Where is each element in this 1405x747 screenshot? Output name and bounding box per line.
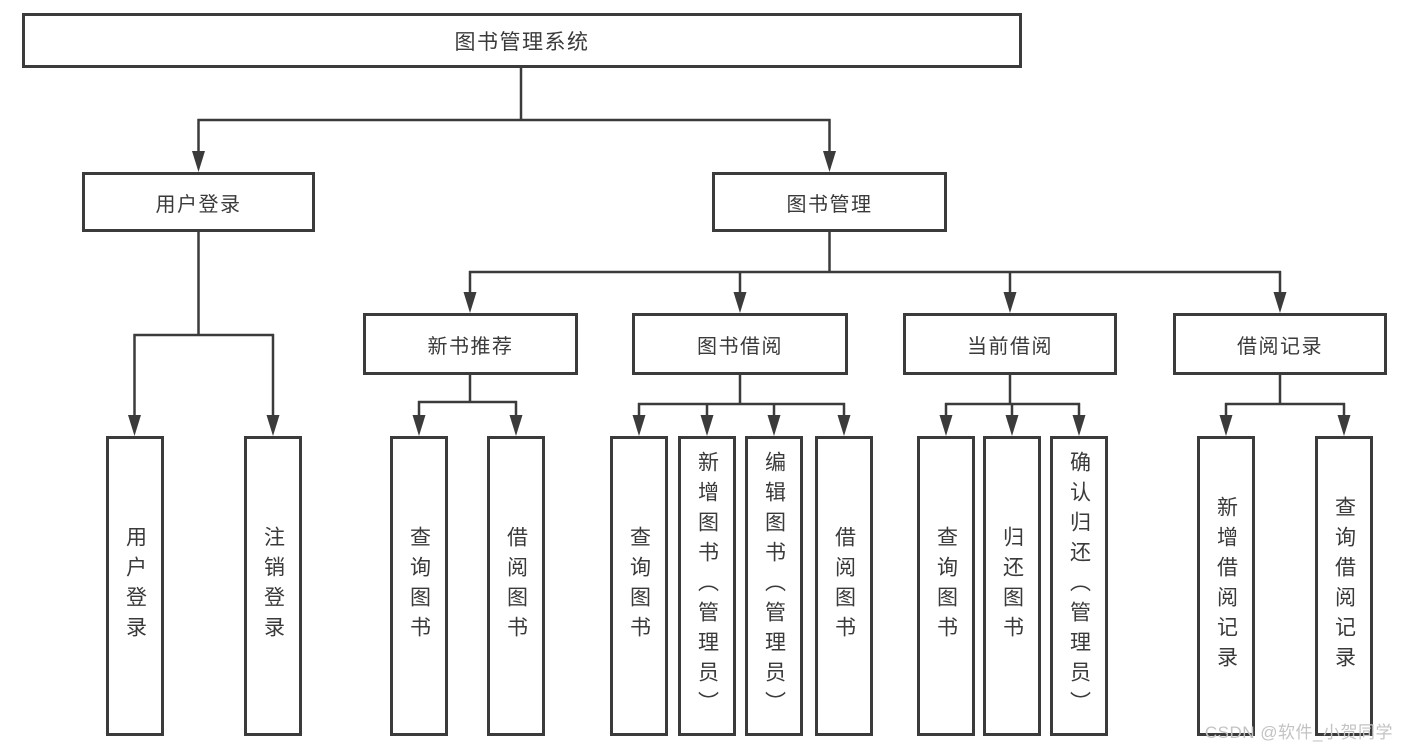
arrowheads [128, 151, 1351, 436]
leaf-logout: 注销登录 [244, 436, 302, 736]
csdn-watermark: CSDN @软件_小贺同学 [1204, 723, 1393, 742]
leaf-return-books: 归还图书 [983, 436, 1041, 736]
leaf-label: 注销登录 [261, 526, 285, 646]
node-new-book-recommend: 新书推荐 [363, 313, 578, 375]
leaf-edit-books-admin: 编辑图书（管理员） [745, 436, 803, 736]
leaf-label: 确认归还（管理员） [1067, 451, 1091, 721]
leaf-label: 归还图书 [1000, 526, 1024, 646]
leaf-confirm-return-admin: 确认归还（管理员） [1050, 436, 1108, 736]
node-user-login: 用户登录 [82, 172, 315, 232]
node-book-management: 图书管理 [712, 172, 947, 232]
leaf-borrow-books: 借阅图书 [815, 436, 873, 736]
leaf-user-login: 用户登录 [106, 436, 164, 736]
node-current-borrow: 当前借阅 [903, 313, 1117, 375]
leaf-query-books: 查询图书 [390, 436, 448, 736]
leaf-label: 查询借阅记录 [1332, 496, 1356, 676]
leaf-label: 新增借阅记录 [1214, 496, 1238, 676]
leaf-add-borrow-record: 新增借阅记录 [1197, 436, 1255, 736]
leaf-label: 借阅图书 [832, 526, 856, 646]
leaf-add-books-admin: 新增图书（管理员） [678, 436, 736, 736]
node-library-system: 图书管理系统 [22, 13, 1022, 68]
leaf-label: 查询图书 [934, 526, 958, 646]
leaf-label: 查询图书 [407, 526, 431, 646]
node-borrow-record: 借阅记录 [1173, 313, 1387, 375]
leaf-query-borrow-record: 查询借阅记录 [1315, 436, 1373, 736]
leaf-label: 借阅图书 [504, 526, 528, 646]
leaf-label: 编辑图书（管理员） [762, 451, 786, 721]
leaf-borrow-books: 借阅图书 [487, 436, 545, 736]
leaf-label: 新增图书（管理员） [695, 451, 719, 721]
node-book-borrow: 图书借阅 [632, 313, 848, 375]
leaf-query-books: 查询图书 [610, 436, 668, 736]
leaf-label: 用户登录 [123, 526, 147, 646]
leaf-label: 查询图书 [627, 526, 651, 646]
leaf-query-books: 查询图书 [917, 436, 975, 736]
